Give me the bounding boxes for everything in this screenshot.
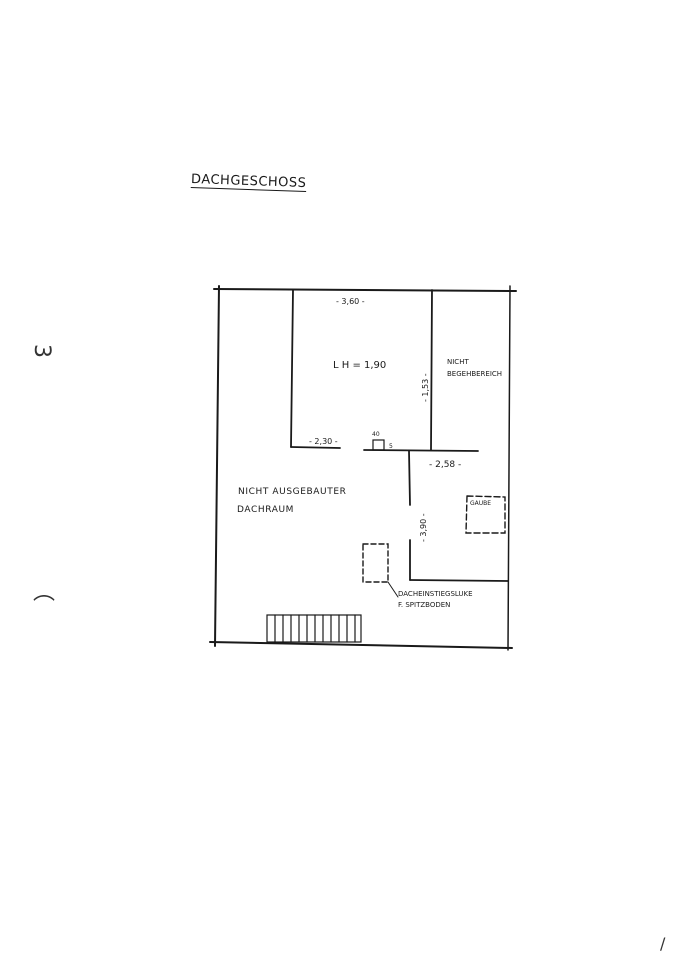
not-accessible-line1: NICHT [447,358,469,366]
dim-small-label: 40 [372,431,380,438]
room-wall-left [290,289,294,448]
hatch-label-line2: F. SPITZBODEN [398,601,450,609]
room-wall-bottom [290,446,341,449]
partition-vertical [408,450,411,506]
room-wall-right [430,289,433,451]
room-height-label: L H = 1,90 [333,360,386,371]
margin-mark-slash: / [660,934,666,953]
margin-mark-3: 3 [29,344,54,358]
dim-right: - 2,58 - [429,460,461,470]
roof-hatch [362,543,389,583]
attic-label-line2: DACHRAUM [237,505,294,515]
dim-vertical-upper: - 1,53 - [421,373,430,402]
outer-wall-bottom [209,641,513,649]
gaube-label: GAUBE [470,500,491,507]
not-accessible-line2: BEGEHBEREICH [447,370,502,378]
dim-top: - 3,60 - [336,297,365,306]
dim-left: - 2,30 - [309,437,338,446]
dim-vertical-lower: - 3,90 - [419,513,428,542]
margin-mark-arc: ⌒ [33,595,56,620]
attic-label-line1: NICHT AUSGEBAUTER [238,487,346,497]
staircase [266,614,362,643]
outer-wall-top [213,288,517,292]
hatch-label-line1: DACHEINSTIEGSLUKE [398,590,473,598]
outer-wall-right [507,285,511,651]
dim-small-right: 5 [389,443,393,450]
gaube-outline [465,495,506,534]
partition-horizontal [409,579,509,582]
outer-wall-left [214,285,220,647]
chimney [372,439,385,451]
hatch-leader [387,581,399,598]
